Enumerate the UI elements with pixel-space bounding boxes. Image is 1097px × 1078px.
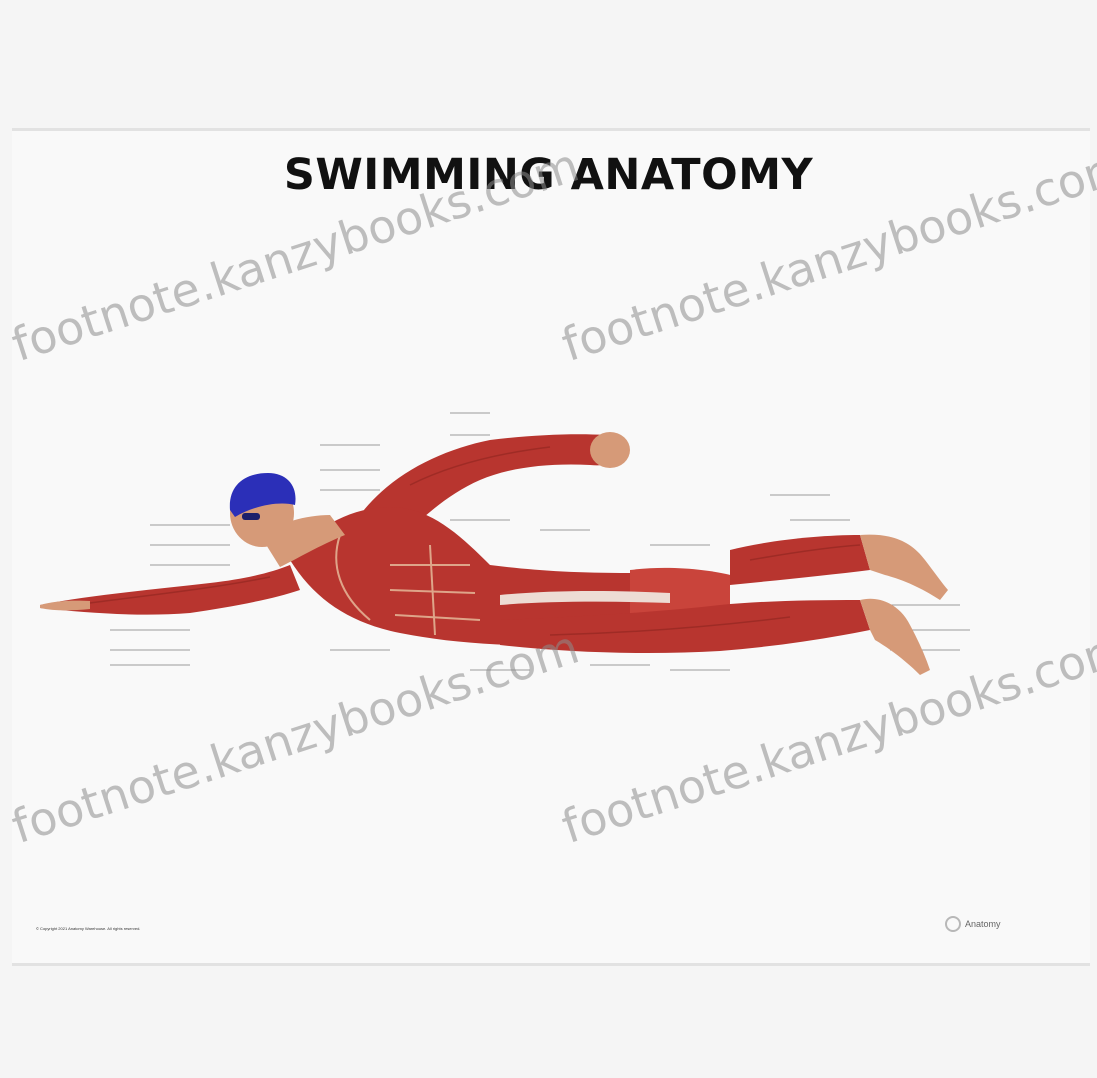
poster-title: SWIMMING ANATOMY [0,150,1097,200]
copyright-text: © Copyright 2021 Anatomy Warehouse. All … [36,926,166,931]
brand-logo: Anatomy [945,913,1075,935]
brand-mark-icon [945,916,961,932]
brand-name: Anatomy [965,919,1001,929]
swimmer-illustration [30,395,1070,695]
